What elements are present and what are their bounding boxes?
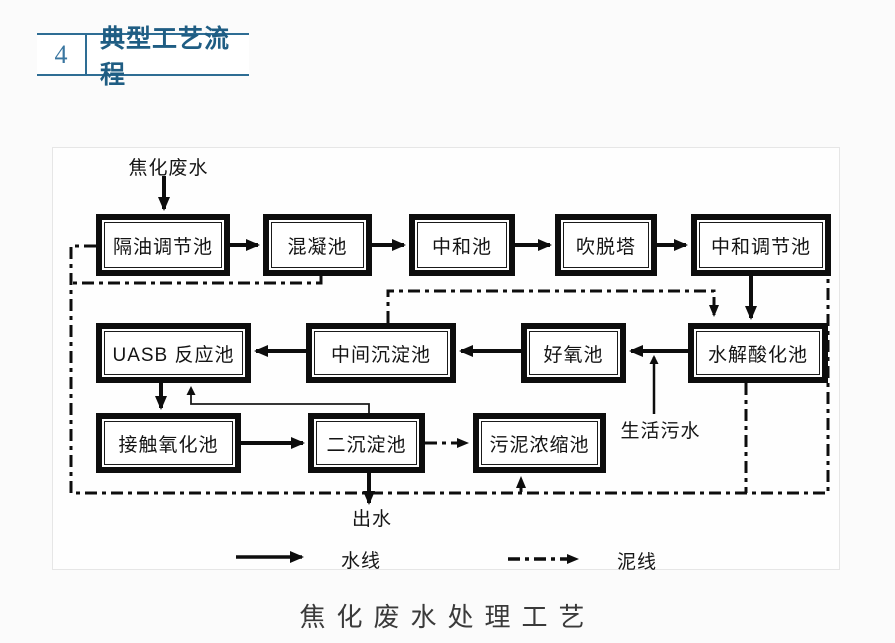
effluent-label: 出水 [351,509,392,530]
flow-lines-layer [69,176,830,564]
box-contact-oxidation-tank: 接触氧化池 [96,413,241,473]
box-oil-separation-tank: 隔油调节池 [96,214,230,276]
domestic-sewage-label: 生活污水 [620,421,701,442]
box-neutralization-tank: 中和池 [409,214,515,276]
influent-label: 焦化废水 [128,158,209,179]
box-secondary-sedimentation: 二沉淀池 [308,413,425,473]
box-intermediate-sedimentation: 中间沉淀池 [306,323,456,383]
legend-water-line-label: 水线 [340,551,381,572]
sludge-line-intermediate-to-hydrolysis [386,289,719,323]
section-header: 4 典型工艺流程 [37,24,249,89]
box-coagulation-tank: 混凝池 [263,214,372,276]
figure-caption: 焦化废水处理工艺 [299,602,596,632]
section-title: 典型工艺流程 [100,24,231,89]
recycle-line-secondary-to-uasb [186,386,370,413]
box-neutralization-regulating-tank: 中和调节池 [691,214,831,276]
box-aerobic-tank: 好氧池 [521,323,626,383]
sludge-line-coagulation [72,276,323,285]
process-flow-diagram: 隔油调节池 混凝池 中和池 吹脱塔 中和调节池 UASB 反应池 中间沉淀池 好… [52,147,840,573]
box-hydrolysis-acidification: 水解酸化池 [688,323,828,383]
box-sludge-thickening-tank: 污泥浓缩池 [473,413,606,473]
sludge-perimeter-line [69,244,830,495]
section-number: 4 [37,35,87,74]
box-stripping-tower: 吹脱塔 [555,214,657,276]
box-uasb-reactor: UASB 反应池 [96,323,251,383]
legend-sludge-line-label: 泥线 [616,552,657,573]
